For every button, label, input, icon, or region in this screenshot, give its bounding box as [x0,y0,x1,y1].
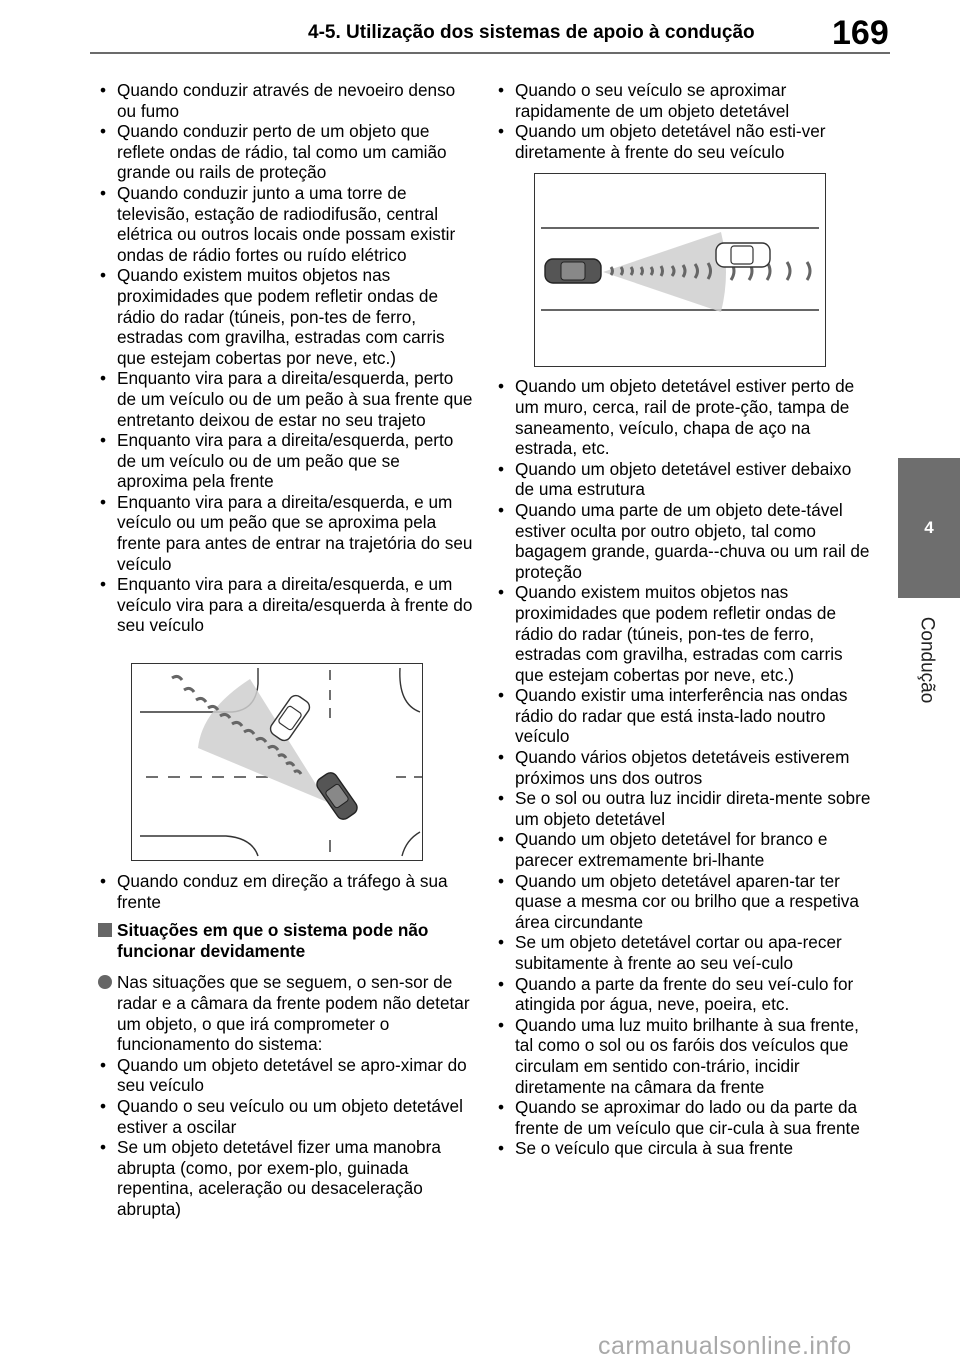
list-item: Quando o seu veículo se aproximar rapida… [494,80,874,121]
header-rule [90,52,890,54]
list-item: Quando conduzir junto a uma torre de tel… [96,183,474,265]
section-heading: Situações em que o sistema pode não func… [96,920,474,961]
left-bullet-list-top: Quando conduzir através de nevoeiro dens… [96,80,474,636]
watermark: carmanualsonline.info [598,1332,852,1360]
list-item: Enquanto vira para a direita/esquerda, e… [96,574,474,636]
list-item: Quando um objeto detetável for branco e … [494,829,874,870]
list-item: Quando conduz em direção a tráfego à sua… [96,871,474,912]
chapter-number: 4 [924,518,934,537]
right-column: Quando o seu veículo se aproximar rapida… [494,80,874,1159]
list-item: Se um objeto detetável fizer uma manobra… [96,1137,474,1219]
left-column: Quando conduzir através de nevoeiro dens… [96,80,474,1220]
list-item: Se o sol ou outra luz incidir direta-men… [494,788,874,829]
chapter-label-container: Condução [906,600,946,720]
list-item: Quando a parte da frente do seu veí-culo… [494,974,874,1015]
chapter-label: Condução [916,616,937,704]
chapter-tab: 4 [898,458,960,598]
list-item: Enquanto vira para a direita/esquerda, e… [96,492,474,574]
list-item: Quando um objeto detetável se apro-ximar… [96,1055,474,1096]
left-bullet-after-figure: Quando conduz em direção a tráfego à sua… [96,871,474,912]
list-item: Quando existem muitos objetos nas proxim… [96,265,474,368]
list-item: Quando um objeto detetável não esti-ver … [494,121,874,162]
list-item: Quando existem muitos objetos nas proxim… [494,582,874,685]
list-item: Se um objeto detetável cortar ou apa-rec… [494,932,874,973]
intersection-turn-illustration [131,663,423,862]
intersection-illustration-svg [140,667,422,857]
list-item: Quando um objeto detetável aparen-tar te… [494,871,874,933]
list-item: Quando o seu veículo ou um objeto detetá… [96,1096,474,1137]
list-item: Quando existir uma interferência nas ond… [494,685,874,747]
list-item: Quando se aproximar do lado ou da parte … [494,1097,874,1138]
list-item: Quando vários objetos detetáveis estiver… [494,747,874,788]
list-item: Quando conduzir através de nevoeiro dens… [96,80,474,121]
list-item: Quando um objeto detetável estiver debai… [494,459,874,500]
square-bullet-icon [98,923,112,938]
intro-paragraph-text: Nas situações que se seguem, o sen-sor d… [117,972,470,1055]
offset-vehicle-illustration-svg [541,227,819,313]
page-number: 169 [832,14,889,52]
list-item: Enquanto vira para a direita/esquerda, p… [96,368,474,430]
list-item: Quando um objeto detetável estiver perto… [494,376,874,458]
right-bullet-list-top: Quando o seu veículo se aproximar rapida… [494,80,874,162]
list-item: Quando conduzir perto de um objeto que r… [96,121,474,183]
list-item: Se o veículo que circula à sua frente [494,1138,874,1159]
right-bullet-list-bottom: Quando um objeto detetável estiver perto… [494,376,874,1159]
page-header: 4-5. Utilização dos sistemas de apoio à … [0,0,960,54]
list-item: Enquanto vira para a direita/esquerda, p… [96,430,474,492]
list-item: Quando uma parte de um objeto dete-tável… [494,500,874,582]
circle-bullet-icon [98,975,112,990]
offset-vehicle-illustration [534,173,826,368]
list-item: Quando uma luz muito brilhante à sua fre… [494,1015,874,1097]
section-heading-text: Situações em que o sistema pode não func… [117,920,429,961]
intro-paragraph: Nas situações que se seguem, o sen-sor d… [96,972,474,1054]
section-title: 4-5. Utilização dos sistemas de apoio à … [308,22,755,43]
left-bullet-list-bottom: Quando um objeto detetável se apro-ximar… [96,1055,474,1220]
